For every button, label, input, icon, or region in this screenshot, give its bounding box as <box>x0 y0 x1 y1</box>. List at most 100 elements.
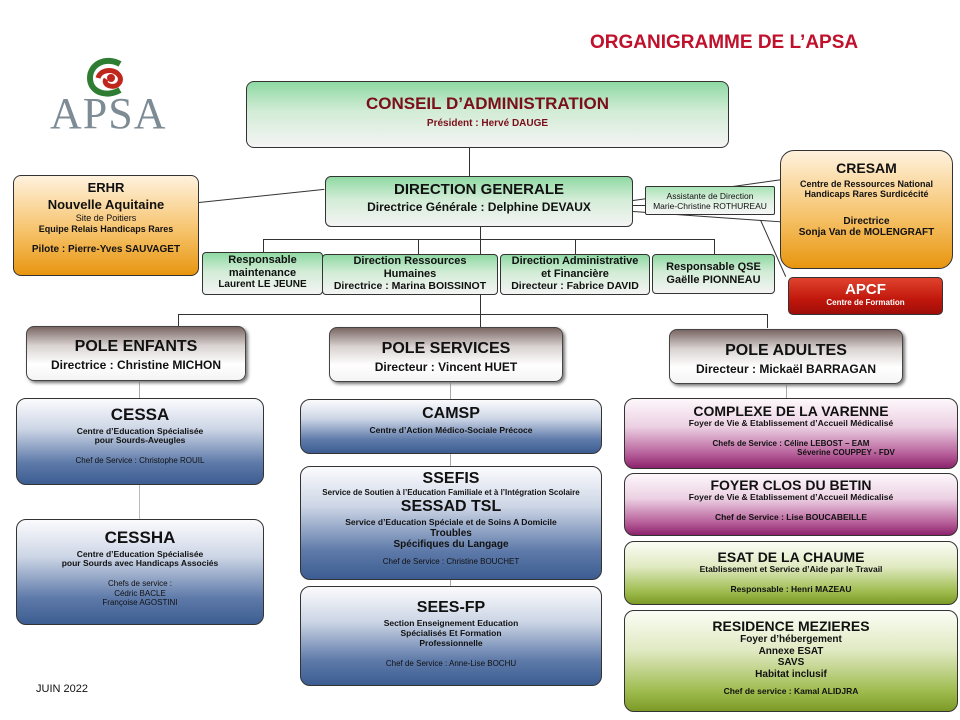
apsa-logo-emblem <box>86 57 123 97</box>
service-line-3: Laurent LE JEUNE <box>218 279 307 291</box>
seesfp-title: SEES-FP <box>416 599 486 616</box>
assistante-title: Assistante de Direction <box>666 191 754 201</box>
seesfp-line-3: Professionnelle <box>419 637 483 648</box>
erhr-title: ERHR <box>87 180 125 195</box>
ssefis-title: SSEFIS <box>422 470 480 487</box>
direction-director: Directrice Générale : Delphine DEVAUX <box>367 200 591 215</box>
erhr-box: ERHR Nouvelle Aquitaine Site de Poitiers… <box>13 175 199 276</box>
varenne-title: COMPLEXE DE LA VARENNE <box>693 403 889 419</box>
pole-title: POLE ENFANTS <box>74 338 198 355</box>
connector <box>450 383 451 399</box>
betin-line-1: Foyer de Vie & Etablissement d’Accueil M… <box>688 492 894 503</box>
assistante-box: Assistante de Direction Marie-Christine … <box>645 186 775 215</box>
mezieres-line-1: Foyer d’hébergement <box>740 634 842 646</box>
pole-director: Directeur : Vincent HUET <box>374 360 518 375</box>
apcf-box: APCF Centre de Formation <box>788 277 943 315</box>
pole-enfants: POLE ENFANTS Directrice : Christine MICH… <box>26 326 246 381</box>
camsp-box: CAMSP Centre d’Action Médico-Sociale Pré… <box>300 399 602 454</box>
connector <box>139 382 140 398</box>
mezieres-title: RESIDENCE MEZIERES <box>712 618 870 634</box>
connector <box>633 205 645 206</box>
connector <box>418 239 419 254</box>
camsp-line-1: Centre d’Action Médico-Sociale Précoce <box>369 425 533 436</box>
mezieres-box: RESIDENCE MEZIERES Foyer d’hébergement A… <box>624 610 958 712</box>
varenne-chef-1: Chefs de Service : Céline LEBOST – EAM <box>712 438 870 448</box>
cessha-line-1: Centre d’Education Spécialisée <box>76 548 204 559</box>
cresam-box: CRESAM Centre de Ressources National Han… <box>780 150 953 269</box>
pole-adultes: POLE ADULTES Directeur : Mickaël BARRAGA… <box>669 329 903 384</box>
conseil-title: CONSEIL D’ADMINISTRATION <box>365 94 610 113</box>
seesfp-box: SEES-FP Section Enseignement Education S… <box>300 586 602 686</box>
service-line-3: Directrice : Marina BOISSINOT <box>333 280 487 293</box>
service-line-2: Humaines <box>383 267 437 280</box>
chaume-line-1: Etablissement et Service d’Aide par le T… <box>699 564 883 575</box>
seesfp-line-1: Section Enseignement Education <box>383 618 519 629</box>
cessha-chef-2: Françoise AGOSTINI <box>102 598 178 608</box>
connector <box>139 485 140 519</box>
cessa-line-2: pour Sourds-Aveugles <box>94 435 186 446</box>
cessa-chef: Chef de Service : Christophe ROUIL <box>75 456 205 466</box>
cessha-title: CESSHA <box>104 528 176 547</box>
betin-title: FOYER CLOS DU BETIN <box>710 477 872 493</box>
connector <box>786 385 787 398</box>
chaume-resp: Responsable : Henri MAZEAU <box>730 583 852 594</box>
erhr-subtitle: Nouvelle Aquitaine <box>47 196 165 212</box>
logo-text: APSA <box>50 89 167 138</box>
cessa-title: CESSA <box>110 405 170 424</box>
mezieres-line-2: Annexe ESAT <box>758 645 824 657</box>
mezieres-line-4: Habitat inclusif <box>755 668 827 680</box>
varenne-line-1: Foyer de Vie & Etablissement d’Accueil M… <box>688 418 894 429</box>
sessad-line-3: Spécifiques du Langage <box>393 539 509 551</box>
connector <box>469 148 470 176</box>
ssefis-chef: Chef de Service : Christine BOUCHET <box>382 556 520 566</box>
pole-title: POLE SERVICES <box>381 340 511 357</box>
cresam-name: Sonja Van de MOLENGRAFT <box>798 227 935 239</box>
cresam-subtitle-1: Centre de Ressources National <box>799 179 934 190</box>
service-line-1: Responsable <box>228 254 297 266</box>
service-line-1: Responsable QSE <box>666 261 761 273</box>
cresam-role: Directrice <box>843 215 890 227</box>
footer-date: JUIN 2022 <box>36 683 88 695</box>
apcf-title: APCF <box>845 281 886 298</box>
sessad-line-2: Troubles <box>430 527 472 539</box>
direction-title: DIRECTION GENERALE <box>393 181 564 198</box>
service-box-qse: Responsable QSE Gaëlle PIONNEAU <box>652 254 775 294</box>
connector <box>263 239 715 240</box>
service-box-maintenance: Responsable maintenance Laurent LE JEUNE <box>202 252 323 295</box>
connector <box>714 239 715 254</box>
sessad-title: SESSAD TSL <box>400 497 502 515</box>
service-line-1: Direction Ressources <box>353 255 467 267</box>
service-line-2: maintenance <box>228 266 297 279</box>
cessa-line-1: Centre d’Education Spécialisée <box>76 425 204 436</box>
mezieres-chef: Chef de service : Kamal ALIDJRA <box>723 686 859 697</box>
connector <box>767 314 768 328</box>
pole-director: Directeur : Mickaël BARRAGAN <box>695 362 877 377</box>
connector <box>178 314 179 326</box>
pole-director: Directrice : Christine MICHON <box>50 358 222 373</box>
apcf-subtitle: Centre de Formation <box>826 298 905 308</box>
ssefis-box: SSEFIS Service de Soutien à l’Education … <box>300 466 602 580</box>
erhr-equipe: Equipe Relais Handicaps Rares <box>38 223 174 234</box>
seesfp-chef: Chef de Service : Anne-Lise BOCHU <box>385 658 517 668</box>
direction-generale-box: DIRECTION GENERALE Directrice Générale :… <box>325 176 633 227</box>
connector <box>480 314 481 327</box>
cessha-line-2: pour Sourds avec Handicaps Associés <box>61 558 219 569</box>
service-box-daf: Direction Administrative et Financière D… <box>500 254 650 295</box>
service-line-1: Direction Administrative <box>511 255 639 267</box>
pole-services: POLE SERVICES Directeur : Vincent HUET <box>329 327 563 382</box>
conseil-president: Président : Hervé DAUGE <box>426 117 549 129</box>
mezieres-line-3: SAVS <box>777 657 805 669</box>
camsp-title: CAMSP <box>422 405 480 422</box>
apsa-logo: APSA <box>48 50 172 150</box>
varenne-box: COMPLEXE DE LA VARENNE Foyer de Vie & Et… <box>624 398 958 469</box>
service-line-2: et Financière <box>541 267 609 280</box>
service-box-rh: Direction Ressources Humaines Directrice… <box>322 254 498 295</box>
connector <box>178 314 768 315</box>
cresam-title: CRESAM <box>836 160 897 176</box>
cessha-box: CESSHA Centre d’Education Spécialisée po… <box>16 519 264 625</box>
chaume-title: ESAT DE LA CHAUME <box>717 549 865 565</box>
service-line-3: Directeur : Fabrice DAVID <box>511 280 639 293</box>
chaume-box: ESAT DE LA CHAUME Etablissement et Servi… <box>624 541 958 605</box>
connector <box>263 239 264 252</box>
connector <box>198 188 325 203</box>
